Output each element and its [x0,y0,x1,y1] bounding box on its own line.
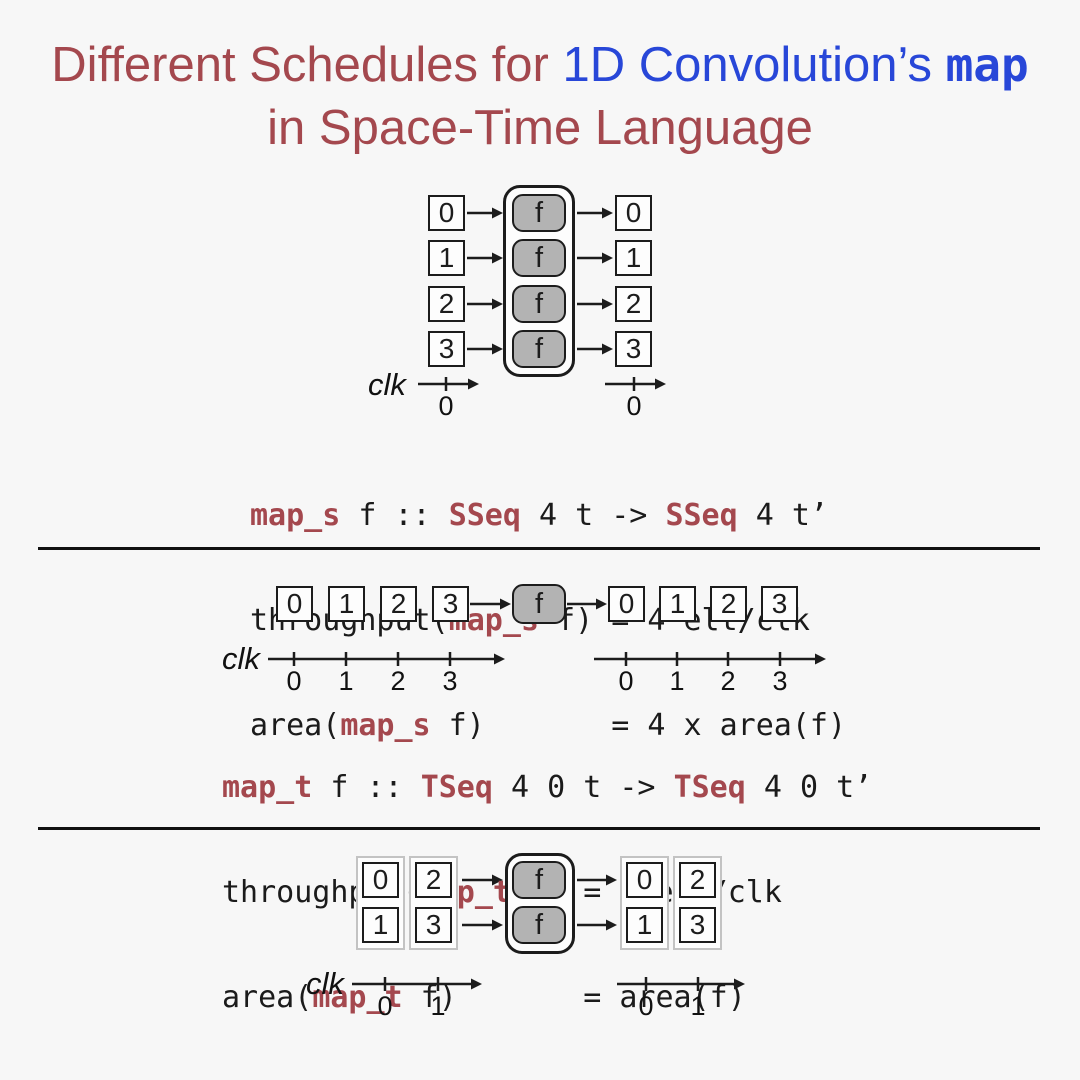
d2-input-box: 1 [328,586,365,622]
d1-clk-axis-left [418,377,479,391]
d1-f-unit: f [512,194,566,232]
d1-f-unit: f [512,239,566,277]
title-line2: in Space-Time Language [267,101,813,155]
d3-code-block: map_t (map_s f) :: TSeq 2 0 (SSeq 2 t) -… [115,1023,982,1080]
title-segment-red: Different Schedules for [51,38,563,92]
d2-output-box: 3 [761,586,798,622]
code-line: area(map_s f) = 4 x area(f) [250,708,847,743]
d1-output-box: 3 [615,331,652,367]
d2-right-tick-label: 0 [618,666,634,696]
title-segment-blue: 1D Convolution’s [562,38,946,92]
d1-f-unit: f [512,285,566,323]
d1-output-arrows [577,207,613,355]
d3-input-box: 0 [362,862,399,898]
d1-output-box: 1 [615,240,652,276]
d3-output-box: 1 [626,907,663,943]
d2-output-box: 2 [710,586,747,622]
d2-f-unit: f [512,584,566,624]
d2-left-tick-label: 2 [390,666,406,696]
d1-input-arrows [467,207,503,355]
d2-right-tick-label: 1 [669,666,685,696]
d2-output-box: 1 [659,586,696,622]
d2-left-tick-label: 0 [286,666,302,696]
code-line: map_t f :: TSeq 4 0 t -> TSeq 4 0 t’ [222,770,873,805]
d2-input-box: 3 [432,586,469,622]
d3-output-box: 0 [626,862,663,898]
d2-left-tick-label: 3 [442,666,458,696]
section-separator [38,827,1040,830]
d1-f-unit: f [512,330,566,368]
d3-left-tick-label: 0 [377,991,393,1021]
d2-code-block: map_t f :: TSeq 4 0 t -> TSeq 4 0 t’ thr… [222,700,872,1080]
title-segment-map-keyword: map [945,38,1029,92]
d1-input-box: 0 [428,195,465,231]
d3-f-unit: f [512,861,566,899]
code-line: area(map_t f) = area(f) [222,980,746,1015]
slide-title: Different Schedules for 1D Convolution’s… [0,34,1080,160]
d2-right-tick-label: 3 [772,666,788,696]
d2-clk-label: clk [222,641,260,676]
d3-input-box: 1 [362,907,399,943]
d3-left-tick-label: 1 [430,991,446,1021]
d3-input-box: 2 [415,862,452,898]
d3-right-tick-label: 1 [690,991,706,1021]
d1-clk-axis-right [605,377,666,391]
d1-right-tick-label: 0 [626,391,642,421]
d1-left-tick-label: 0 [438,391,454,421]
d1-input-box: 2 [428,286,465,322]
section-separator [38,547,1040,550]
d3-output-box: 2 [679,862,716,898]
d2-left-tick-label: 1 [338,666,354,696]
d2-input-box: 0 [276,586,313,622]
d3-input-box: 3 [415,907,452,943]
d1-input-box: 3 [428,331,465,367]
d2-right-tick-label: 2 [720,666,736,696]
d2-input-box: 2 [380,586,417,622]
d3-f-unit: f [512,906,566,944]
d1-output-box: 0 [615,195,652,231]
d1-input-box: 1 [428,240,465,276]
d3-clk-label: clk [306,966,344,1001]
d3-output-box: 3 [679,907,716,943]
d3-right-tick-label: 0 [638,991,654,1021]
d2-output-box: 0 [608,586,645,622]
d1-output-box: 2 [615,286,652,322]
d1-clk-label: clk [368,367,406,402]
code-line: map_s f :: SSeq 4 t -> SSeq 4 t’ [250,498,828,533]
